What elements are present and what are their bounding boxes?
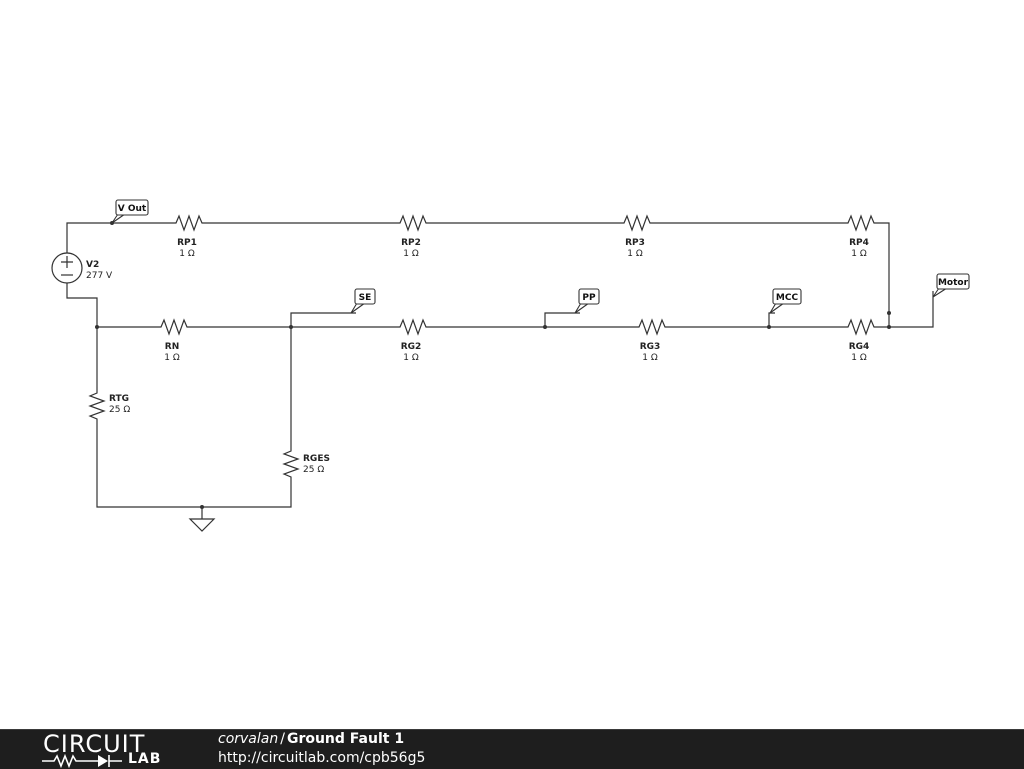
net-label-motor[interactable]: Motor xyxy=(932,273,970,298)
resistor-rp1[interactable]: RP1 1 Ω xyxy=(170,214,204,259)
wire-top xyxy=(66,222,170,253)
circuit-schematic: V2 277 V RP1 1 Ω RP2 1 Ω RP3 1 Ω RP4 1 Ω… xyxy=(51,199,970,532)
resistor-symbol xyxy=(282,445,300,479)
wire-rtg-bottom xyxy=(96,421,292,508)
logo-wave-icon xyxy=(42,754,122,768)
net-label-text: SE xyxy=(359,293,372,303)
resistor-name: RG2 xyxy=(401,342,422,352)
resistor-symbol xyxy=(155,318,189,336)
resistor-value: 1 Ω xyxy=(164,353,180,363)
net-label-box xyxy=(578,288,600,305)
resistor-value: 1 Ω xyxy=(642,353,658,363)
resistor-name: RP4 xyxy=(849,238,869,248)
plus-icon xyxy=(61,256,73,268)
resistor-rges[interactable]: RGES 25 Ω xyxy=(282,445,330,479)
resistor-rp3[interactable]: RP3 1 Ω xyxy=(618,214,652,259)
voltage-source-v2[interactable]: V2 277 V xyxy=(51,252,113,284)
voltage-source-symbol xyxy=(51,252,83,284)
circuit-title-line: corvalan/Ground Fault 1 xyxy=(218,731,404,747)
resistor-symbol xyxy=(394,318,428,336)
net-label-pp[interactable]: PP xyxy=(574,288,600,314)
resistor-name: RP3 xyxy=(625,238,645,248)
net-label-box xyxy=(115,199,149,216)
junction-dot xyxy=(887,325,891,329)
logo-circuit-text: CIRCUIT xyxy=(43,730,146,758)
wire-rg4-motor xyxy=(876,291,934,328)
author-name[interactable]: corvalan xyxy=(218,731,279,747)
resistor-value: 1 Ω xyxy=(179,249,195,259)
resistor-symbol xyxy=(842,318,876,336)
resistor-name: RG3 xyxy=(640,342,661,352)
wire-source-bottom xyxy=(66,283,98,327)
ground-icon xyxy=(188,518,216,532)
resistor-rp4[interactable]: RP4 1 Ω xyxy=(842,214,876,259)
ground-symbol xyxy=(188,518,216,532)
source-value: 277 V xyxy=(86,271,113,281)
wire-se-stub xyxy=(290,312,356,327)
wire-pp-stub xyxy=(544,312,580,327)
junction-dot xyxy=(887,311,891,315)
net-label-text: V Out xyxy=(118,204,147,214)
junction-dot xyxy=(767,325,771,329)
resistor-rg3[interactable]: RG3 1 Ω xyxy=(633,318,667,363)
net-label-box xyxy=(772,288,802,305)
resistor-value: 1 Ω xyxy=(627,249,643,259)
resistor-symbol xyxy=(170,214,204,232)
net-label-text: PP xyxy=(582,293,596,303)
net-label-se[interactable]: SE xyxy=(350,288,376,314)
resistor-value: 1 Ω xyxy=(403,353,419,363)
resistor-symbol xyxy=(618,214,652,232)
resistor-symbol xyxy=(633,318,667,336)
resistor-name: RP2 xyxy=(401,238,421,248)
logo-resistor-wave xyxy=(42,754,98,768)
resistor-rtg[interactable]: RTG 25 Ω xyxy=(88,387,130,421)
logo-lab-text: LAB xyxy=(128,751,162,767)
resistor-name: RP1 xyxy=(177,238,197,248)
logo-diode-bar xyxy=(108,755,122,767)
net-label-text: MCC xyxy=(776,293,799,303)
resistor-rg4[interactable]: RG4 1 Ω xyxy=(842,318,876,363)
resistor-name: RGES xyxy=(303,454,330,464)
junction-dot xyxy=(200,505,204,509)
resistor-name: RN xyxy=(165,342,179,352)
net-label-mcc[interactable]: MCC xyxy=(769,288,802,314)
resistor-value: 1 Ω xyxy=(851,249,867,259)
resistor-value: 25 Ω xyxy=(109,405,130,415)
junction-dot xyxy=(95,325,99,329)
wire-mcc-stub xyxy=(768,312,775,327)
wires xyxy=(66,222,934,519)
footer-bar: CIRCUIT LAB corvalan/Ground Fault 1 http… xyxy=(0,729,1024,769)
net-label-vout[interactable]: V Out xyxy=(111,199,149,224)
resistor-name: RTG xyxy=(109,394,129,404)
junction-dot xyxy=(289,325,293,329)
resistor-value: 1 Ω xyxy=(403,249,419,259)
resistor-rn[interactable]: RN 1 Ω xyxy=(155,318,189,363)
resistor-value: 1 Ω xyxy=(851,353,867,363)
wire-top-rp4-right xyxy=(876,222,890,327)
resistor-symbol xyxy=(394,214,428,232)
resistor-symbol xyxy=(88,387,106,421)
net-label-text: Motor xyxy=(938,278,969,288)
logo-diode-icon xyxy=(98,755,108,767)
resistor-value: 25 Ω xyxy=(303,465,324,475)
junction-dot xyxy=(543,325,547,329)
circuit-url-link[interactable]: http://circuitlab.com/cpb56g5 xyxy=(218,750,426,766)
resistor-rp2[interactable]: RP2 1 Ω xyxy=(394,214,428,259)
net-label-box xyxy=(936,273,970,290)
title-separator: / xyxy=(280,731,285,747)
resistor-rg2[interactable]: RG2 1 Ω xyxy=(394,318,428,363)
source-name: V2 xyxy=(86,260,99,270)
net-label-box xyxy=(354,288,376,305)
resistor-name: RG4 xyxy=(849,342,870,352)
resistor-symbol xyxy=(842,214,876,232)
circuit-title: Ground Fault 1 xyxy=(286,731,405,747)
circuitlab-logo[interactable]: CIRCUIT LAB xyxy=(40,730,180,768)
junctions xyxy=(95,221,891,509)
